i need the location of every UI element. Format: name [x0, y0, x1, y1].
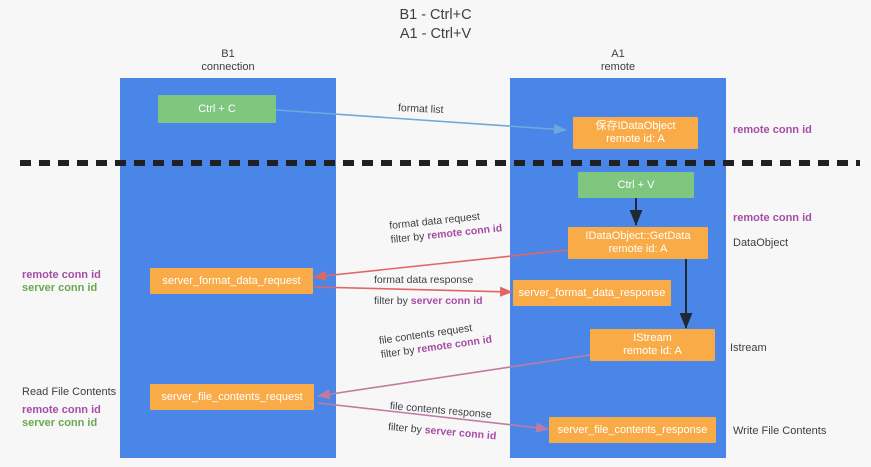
edge-label-format-data-response: format data response filter by server co…	[374, 273, 483, 308]
node-getdata[interactable]: IDataObject::GetData remote id: A	[568, 227, 708, 259]
node-ctrl-c[interactable]: Ctrl + C	[158, 95, 276, 123]
filter-key-server-conn-id: server conn id	[424, 424, 497, 443]
filter-by-prefix: filter by	[374, 295, 411, 307]
node-ctrl-v-label: Ctrl + V	[617, 178, 655, 191]
node-istream-line-2: remote id: A	[623, 345, 682, 357]
node-server-file-contents-request-label: server_file_contents_request	[161, 390, 303, 403]
edge-label-format-list-text: format list	[397, 102, 444, 117]
node-server-file-contents-response-label: server_file_contents_response	[557, 423, 708, 436]
side-label-write-file-contents: Write File Contents	[733, 424, 826, 438]
side-label-left-bottom-remote-conn-id: remote conn id	[22, 403, 101, 417]
node-ctrl-v[interactable]: Ctrl + V	[578, 172, 694, 198]
side-label-right-top-remote-text: remote conn id	[733, 124, 812, 136]
page-title: B1 - Ctrl+C A1 - Ctrl+V	[0, 6, 871, 44]
filter-by-prefix: filter by	[390, 230, 428, 246]
page-title-line-2: A1 - Ctrl+V	[399, 26, 472, 42]
column-header-a1-role: remote	[600, 61, 636, 73]
side-label-dataobject: DataObject	[733, 236, 788, 250]
node-server-file-contents-request[interactable]: server_file_contents_request	[150, 384, 314, 410]
side-label-istream-text: Istream	[730, 342, 767, 354]
edge-label-file-contents-response-filter: filter by server conn id	[387, 420, 497, 443]
node-getdata-line-1: IDataObject::GetData	[585, 230, 691, 242]
side-label-read-file-contents: Read File Contents	[22, 385, 116, 399]
side-label-right-top-remote-conn-id: remote conn id	[733, 123, 812, 137]
edge-label-format-data-response-title: format data response	[374, 274, 474, 286]
node-save-idataobject-line-1: 保存IDataObject	[595, 120, 676, 132]
node-istream-line-1: IStream	[633, 332, 672, 344]
edge-label-file-contents-request: file contents request filter by remote c…	[378, 319, 493, 362]
side-label-left-mid-server-text: server conn id	[22, 282, 98, 294]
node-getdata-line-2: remote id: A	[608, 243, 668, 255]
column-header-b1-role: connection	[201, 61, 255, 73]
node-save-idataobject[interactable]: 保存IDataObject remote id: A	[573, 117, 698, 149]
node-server-format-data-request-label: server_format_data_request	[162, 274, 301, 287]
side-label-left-mid-server-conn-id: server conn id	[22, 281, 97, 295]
phase-divider	[20, 160, 860, 166]
side-label-dataobject-text: DataObject	[733, 237, 789, 249]
node-server-format-data-request[interactable]: server_format_data_request	[150, 268, 313, 294]
node-server-format-data-response[interactable]: server_format_data_response	[513, 280, 671, 306]
filter-by-prefix: filter by	[380, 343, 419, 361]
side-label-left-bottom-server-text: server conn id	[22, 417, 98, 429]
page-title-line-1: B1 - Ctrl+C	[399, 7, 472, 23]
side-label-write-file-contents-text: Write File Contents	[733, 425, 827, 437]
column-header-b1: B1 connection	[120, 48, 336, 74]
node-ctrl-c-label: Ctrl + C	[198, 102, 236, 115]
side-label-right-mid-remote-text: remote conn id	[733, 212, 812, 224]
edge-label-format-list: format list	[398, 101, 444, 117]
node-server-format-data-response-label: server_format_data_response	[518, 286, 666, 299]
edge-label-format-data-request: format data request filter by remote con…	[389, 207, 503, 247]
side-label-right-mid-remote-conn-id: remote conn id	[733, 211, 812, 225]
column-header-a1: A1 remote	[510, 48, 726, 74]
side-label-left-mid-remote-conn-id: remote conn id	[22, 268, 101, 282]
column-header-a1-name: A1	[611, 48, 625, 60]
node-server-file-contents-response[interactable]: server_file_contents_response	[549, 417, 716, 443]
filter-by-prefix: filter by	[387, 420, 426, 437]
side-label-left-mid-remote-text: remote conn id	[22, 269, 101, 281]
node-save-idataobject-line-2: remote id: A	[606, 133, 665, 145]
node-istream[interactable]: IStream remote id: A	[590, 329, 715, 361]
side-label-istream: Istream	[730, 341, 767, 355]
edge-label-file-contents-response: file contents response filter by server …	[387, 399, 498, 443]
side-label-left-bottom-remote-text: remote conn id	[22, 404, 101, 416]
side-label-left-bottom-server-conn-id: server conn id	[22, 416, 97, 430]
edge-label-format-data-response-filter: filter by server conn id	[374, 294, 483, 308]
filter-key-server-conn-id: server conn id	[410, 295, 483, 307]
edge-label-file-contents-response-title: file contents response	[389, 400, 493, 421]
side-label-read-file-contents-text: Read File Contents	[22, 386, 117, 398]
column-header-b1-name: B1	[221, 48, 235, 60]
